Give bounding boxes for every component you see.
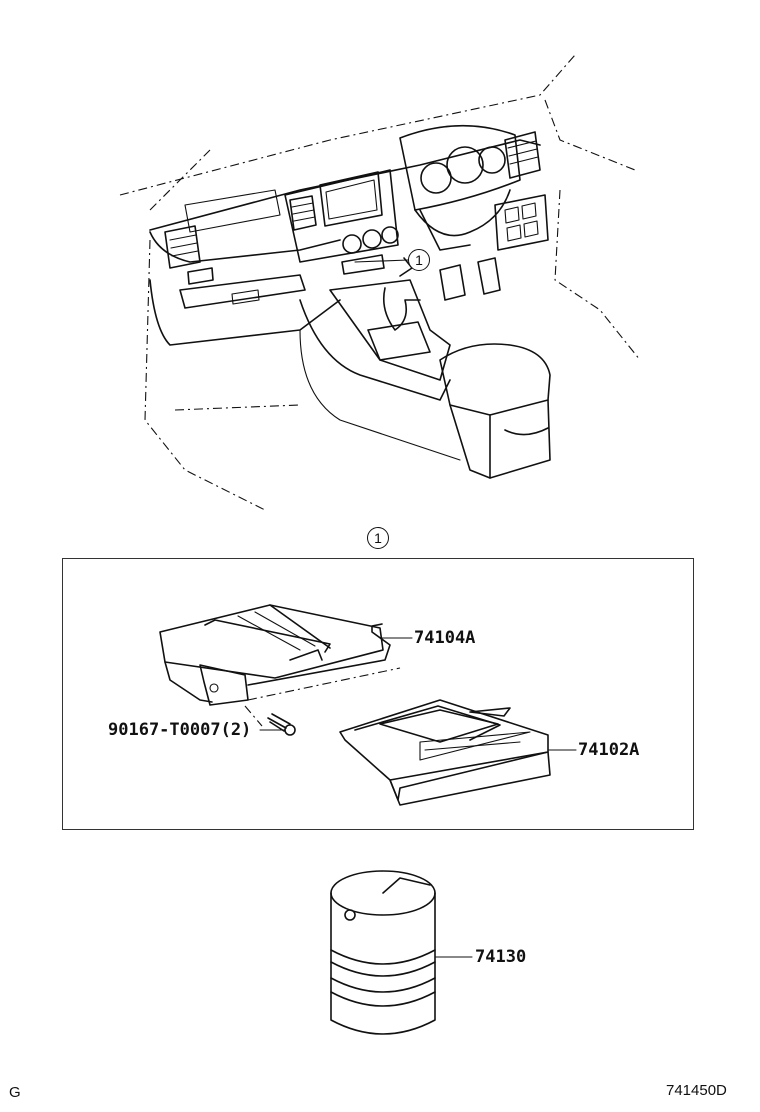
leader-lines [259,637,577,958]
part-label-74130: 74130 [475,947,527,967]
portable-ashtray-illustration [330,870,436,1035]
footer-drawing-number: 741450D [666,1082,727,1099]
lower-box-illustration [339,699,551,806]
callout-detail-ref: 1 [367,527,389,549]
part-label-74104a: 74104A [414,628,476,648]
detail-frame [62,558,694,830]
dashboard-illustration [119,54,641,511]
part-label-74102a: 74102A [578,740,640,760]
callout-in-overview: 1 [408,249,430,271]
footer-left-code: G [9,1084,21,1101]
upper-tray-illustration [159,604,401,727]
part-label-screw: 90167-T0007(2) [108,720,252,740]
